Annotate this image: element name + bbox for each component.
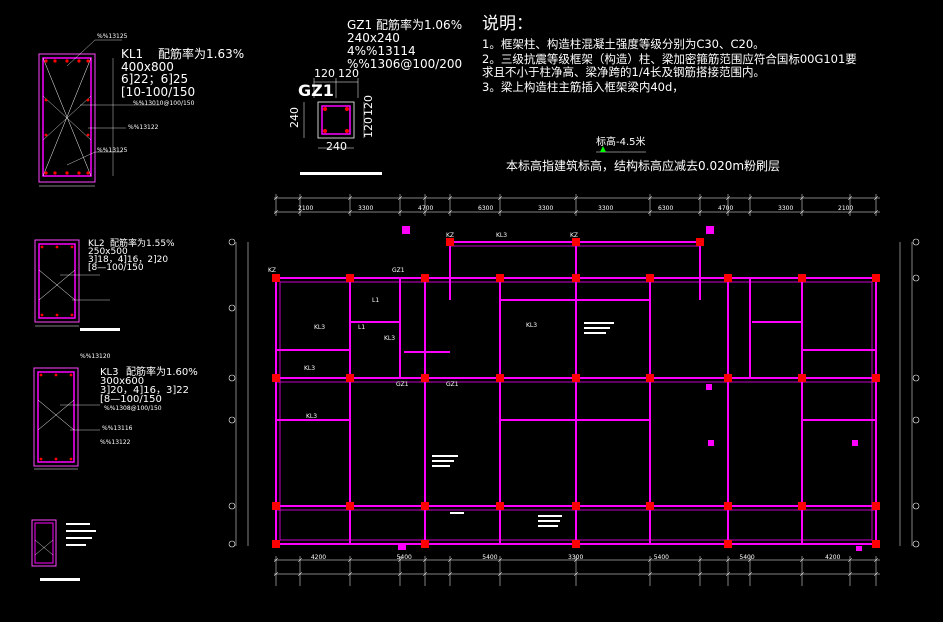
- plan-label-kz-a: KZ: [268, 267, 277, 274]
- notes-item-1: 1。框架柱、构造柱混凝土强度等级分别为C30、C20。: [482, 37, 765, 51]
- kl3-section: [33, 367, 100, 470]
- kl3-ratio: 配筋率为1.60%: [126, 367, 198, 378]
- dim-top-3: 6300: [478, 205, 494, 212]
- dim-top-4: 3300: [538, 205, 554, 212]
- kl3-label: KL3: [100, 367, 119, 378]
- dim-bottom-2: 5400: [482, 554, 498, 561]
- plan-text-blocks: [432, 322, 614, 527]
- gz1-size: 240x240: [347, 31, 400, 45]
- plan-label-l1-a: L1: [372, 297, 380, 304]
- kl2-section: [34, 239, 120, 331]
- notes-item-4: 3。梁上构造柱主筋插入框架梁内40d，: [482, 80, 684, 94]
- dim-bottom-5: 5400: [739, 554, 755, 561]
- kl2-rebar: 3]18，4]16，2]20: [88, 255, 169, 265]
- kl2-stirrup: [8—100/150: [88, 263, 144, 273]
- kl1-tag-side: %%13122: [128, 124, 159, 131]
- plan-label-gz1-a: GZ1: [396, 381, 409, 388]
- kl2-ratio: 配筋率为1.55%: [110, 239, 175, 249]
- plan-label-gz1-b: GZ1: [446, 381, 459, 388]
- gz1-dim-right-a: 120: [362, 95, 375, 116]
- notes-title: 说明：: [482, 14, 533, 34]
- gz1-main-rebar: 4%%13114: [347, 44, 416, 58]
- plan-columns: [272, 238, 880, 548]
- dim-top-0: 2100: [298, 205, 314, 212]
- dim-bottom-3: 3300: [568, 554, 584, 561]
- dim-top-5: 3300: [598, 205, 614, 212]
- kl2-label: KL2: [88, 239, 105, 249]
- dim-top-2: 4700: [418, 205, 434, 212]
- plan-label-gz1-c: GZ1: [392, 267, 405, 274]
- plan-label-kl3-a: KL3: [496, 232, 508, 239]
- dim-bottom-6: 4200: [825, 554, 841, 561]
- kl3-tag-mid: %%1308@100/150: [104, 405, 162, 412]
- gz1-dim-bottom: 240: [326, 140, 347, 153]
- plan-label-kl3-f: KL3: [384, 335, 396, 342]
- plan-label-kl3-d: KL3: [304, 365, 316, 372]
- kl3-size: 300x600: [100, 376, 145, 387]
- kl3-stirrup: [8—100/150: [100, 394, 162, 405]
- plan-label-kl3-c: KL3: [526, 322, 538, 329]
- gz1-stirrup: %%1306@100/200: [347, 57, 463, 71]
- kl3-tag-top: %%13120: [80, 353, 111, 360]
- kl1-label: KL1: [121, 47, 144, 61]
- elevation-label: 标高-4.5米: [596, 137, 646, 148]
- plan-label-l1-b: L1: [358, 324, 366, 331]
- gz1-dim-left: 240: [288, 107, 301, 128]
- kl1-rebar: 6]22；6]25: [121, 72, 189, 86]
- elevation-note: 本标高指建筑标高，结构标高应减去0.020m粉刷层: [506, 159, 781, 173]
- dim-bottom-1: 5400: [396, 554, 412, 561]
- plan-label-kz-b: KZ: [446, 232, 455, 239]
- notes-item-3: 求且不小于柱净高、梁净跨的1/4长及钢筋搭接范围内。: [482, 65, 766, 79]
- kl1-tag-top: %%13125: [97, 33, 128, 40]
- kl1-tag-mid: %%13010@100/150: [133, 100, 195, 107]
- dim-top-6: 6300: [658, 205, 674, 212]
- dim-top-9: 2100: [838, 205, 854, 212]
- plan-dimension-lines: [235, 197, 913, 575]
- kl3-tag-side2: %%13122: [100, 439, 131, 446]
- kl3-tag-side: %%13116: [102, 425, 133, 432]
- kl2-size: 250x500: [88, 247, 128, 257]
- kl3-rebar: 3]20，4]16，3]22: [100, 385, 189, 396]
- gz1-dim-top-b: 120: [338, 67, 359, 80]
- dim-top-1: 3300: [358, 205, 374, 212]
- gz1-ratio: GZ1 配筋率为1.06%: [347, 18, 463, 32]
- gz1-dim-top-a: 120: [314, 67, 335, 80]
- elevation-marker: [596, 146, 646, 153]
- dim-top-7: 4700: [718, 205, 734, 212]
- gz1-section: [300, 78, 382, 175]
- plan-label-kl3-b: KL3: [314, 324, 326, 331]
- dim-bottom-0: 4200: [310, 554, 327, 561]
- axis-bubbles: [228, 238, 920, 548]
- gz1-dim-right-b: 120: [362, 117, 375, 138]
- small-section: [31, 519, 96, 581]
- notes-item-2: 2。三级抗震等级框架（构造）柱、梁加密箍筋范围应符合国标00G101要: [482, 52, 857, 66]
- kl1-section: [38, 39, 160, 187]
- plan-label-kz-c: KZ: [570, 232, 579, 239]
- dimension-ticks: [273, 194, 879, 586]
- kl1-ratio: 配筋率为1.63%: [158, 47, 245, 61]
- kl1-tag-bottom: %%13125: [97, 147, 128, 154]
- kl1-size: 400x800: [121, 60, 174, 74]
- plan-markers: [398, 226, 862, 551]
- dim-top-8: 3300: [778, 205, 794, 212]
- kl1-stirrup: [10-100/150: [121, 85, 196, 99]
- gz1-label: GZ1: [298, 81, 334, 100]
- dim-bottom-4: 5400: [653, 554, 669, 561]
- plan-label-kl3-e: KL3: [306, 413, 318, 420]
